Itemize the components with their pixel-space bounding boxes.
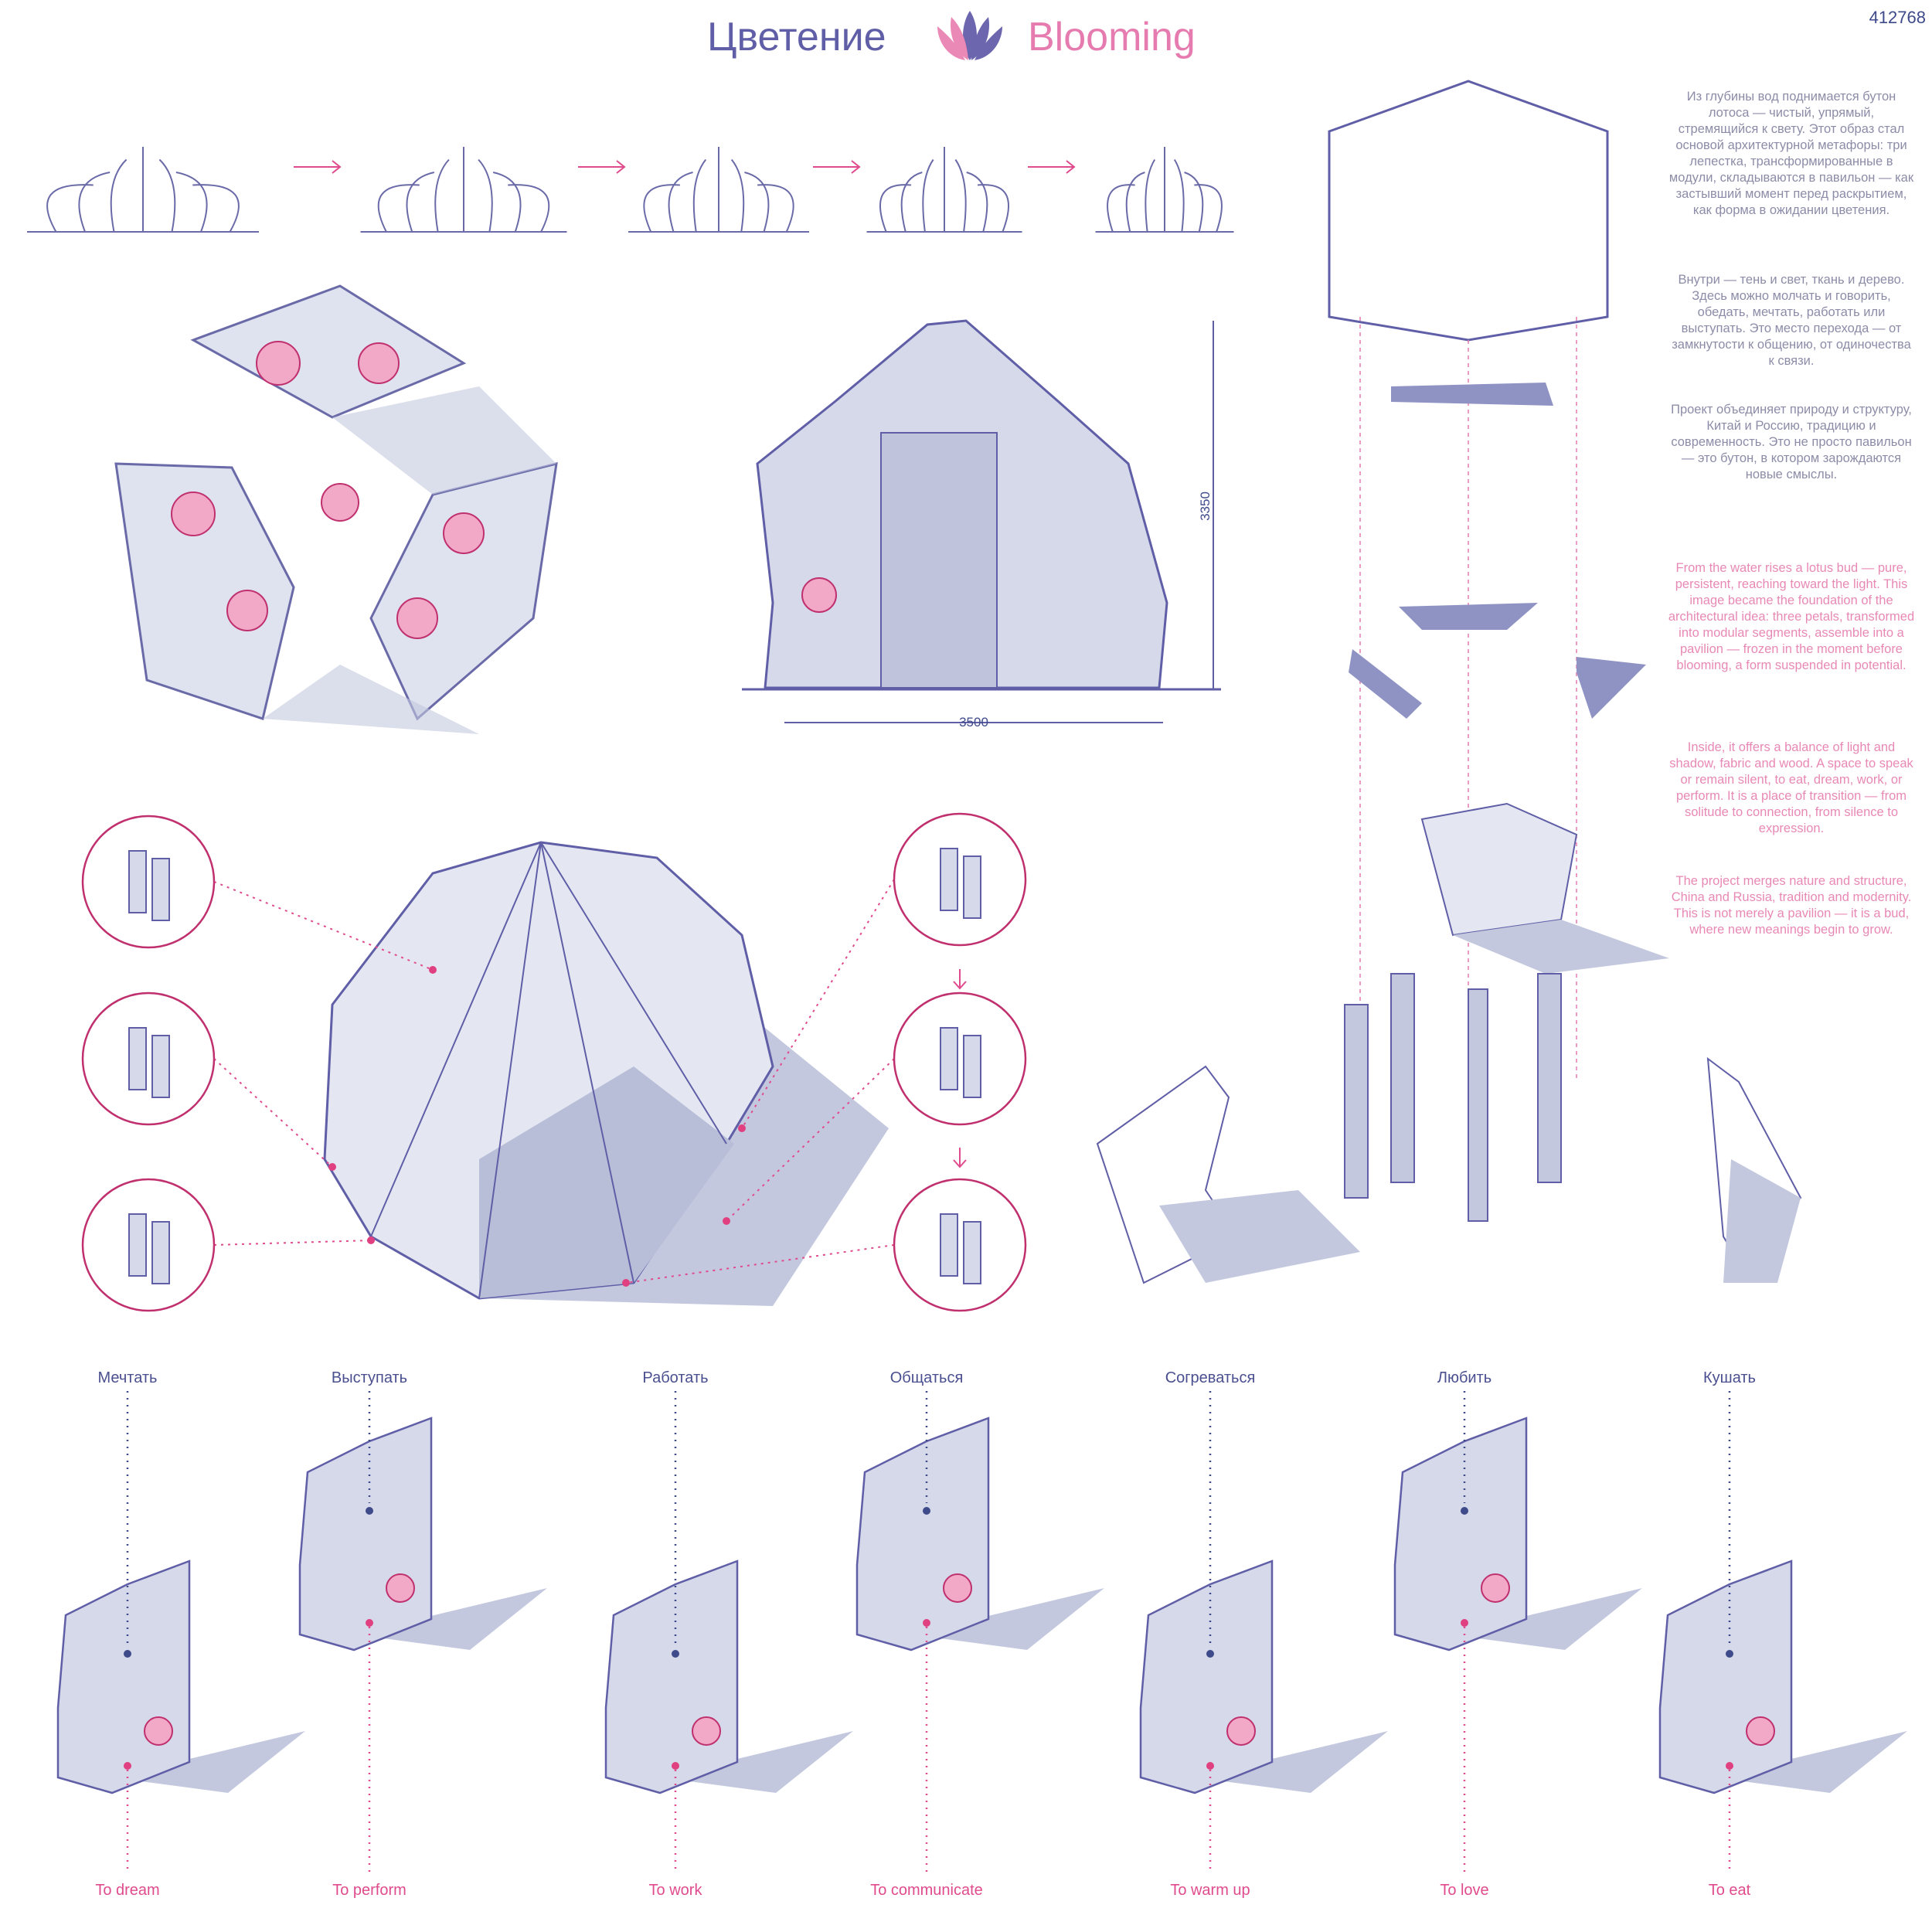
lotus-sketch (360, 147, 567, 233)
lotus-evolution-sketches (27, 147, 1234, 233)
joint-detail-circle (81, 992, 216, 1126)
scenario-pavilion (56, 1391, 305, 1874)
scenario-pavilion (1658, 1391, 1907, 1874)
arrow-right-icon (578, 160, 626, 174)
scenario-label-en: To warm up (1170, 1882, 1250, 1899)
axonometric-drawing (323, 841, 889, 1306)
scenario-label-ru: Выступать (331, 1369, 408, 1386)
description-ru-3: Проект объединяет природу и структуру, К… (1671, 403, 1912, 481)
lotus-sketch (628, 147, 809, 233)
arrow-right-icon (294, 160, 342, 174)
scenario-label-ru: Общаться (889, 1369, 964, 1386)
scenario-label-en: To eat (1708, 1882, 1751, 1899)
scenario-label-ru: Работать (642, 1369, 709, 1386)
arrow-down-icon (953, 969, 967, 990)
description-ru-2: Внутри — тень и свет, ткань и дерево. Зд… (1672, 273, 1911, 368)
person-figure (144, 1716, 173, 1746)
exploded-view (1096, 80, 1802, 1284)
scenario-pavilion (855, 1391, 1104, 1874)
scenario-drawings (56, 1391, 1907, 1874)
title-english: Blooming (1028, 15, 1196, 60)
scenario-label-en: To dream (95, 1882, 160, 1899)
person-figure (1481, 1573, 1510, 1603)
project-code: 412768 (1869, 8, 1926, 27)
height-dimension: 3350 (1198, 492, 1213, 521)
scenario-label-en: To work (648, 1882, 702, 1899)
person-figure (1226, 1716, 1256, 1746)
lotus-sketch (866, 147, 1022, 233)
person-figure (1746, 1716, 1775, 1746)
scenario-pavilion (1393, 1391, 1642, 1874)
description-en-3: The project merges nature and structure,… (1671, 874, 1912, 937)
scenario-pavilion (298, 1391, 547, 1874)
joint-detail-circle (893, 1178, 1027, 1312)
scenario-label-en: To love (1440, 1882, 1489, 1899)
joint-detail-circle (893, 812, 1027, 947)
person-figure (943, 1573, 972, 1603)
scenario-label-ru: Любить (1437, 1369, 1492, 1386)
joint-detail-circle (81, 815, 216, 949)
scenario-label-en: To perform (332, 1882, 406, 1899)
lotus-icon (937, 11, 1002, 60)
description-en-2: Inside, it offers a balance of light and… (1669, 740, 1913, 835)
scenario-label-ru: Мечтать (97, 1369, 158, 1386)
width-dimension: 3500 (959, 715, 988, 730)
lotus-sketch (27, 147, 259, 233)
person-figure (692, 1716, 721, 1746)
title-russian: Цветение (707, 15, 886, 60)
scenario-label-en: To communicate (870, 1882, 983, 1899)
arrow-right-icon (813, 160, 861, 174)
scenario-pavilion (604, 1391, 853, 1874)
scenario-label-ru: Кушать (1703, 1369, 1756, 1386)
lotus-sketch (1095, 147, 1234, 233)
joint-detail-circle (893, 992, 1027, 1126)
elevation-drawing: 3500 3350 (742, 319, 1221, 730)
arrow-right-icon (1028, 160, 1076, 174)
scenario-pavilion (1139, 1391, 1388, 1874)
joint-detail-circle (81, 1178, 216, 1312)
description-ru-1: Из глубины вод поднимается бутон лотоса … (1668, 90, 1914, 217)
scenario-label-ru: Согреваться (1165, 1369, 1256, 1386)
plan-view-drawing (114, 284, 558, 734)
arrow-down-icon (953, 1148, 967, 1168)
description-en-1: From the water rises a lotus bud — pure,… (1668, 561, 1915, 672)
joint-details (81, 812, 1027, 1312)
person-figure (386, 1573, 415, 1603)
